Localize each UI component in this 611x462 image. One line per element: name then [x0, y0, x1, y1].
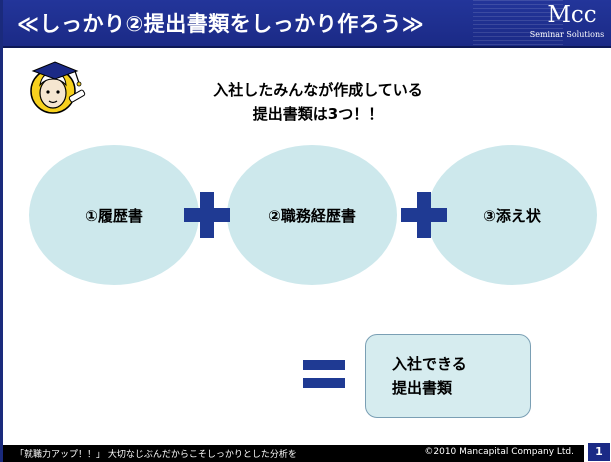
page-number: 1 [588, 443, 610, 461]
company-logo: Mcc [547, 2, 597, 28]
equals-icon [303, 360, 345, 388]
company-logo-subtitle: Seminar Solutions [529, 30, 605, 39]
plus-icon [401, 192, 447, 238]
result-line-1: 入社できる [392, 355, 467, 373]
plus-icon [184, 192, 230, 238]
footer-tagline: 「就職力アップ！！」 大切なじぶんだからこそしっかりとした分析を [15, 450, 297, 460]
graduate-mascot-icon [30, 61, 86, 114]
result-line-2: 提出書類 [392, 379, 453, 397]
document-circle-cover-letter: ③添え状 [427, 145, 597, 285]
header-bar: ≪しっかり②提出書類をしっかり作ろう≫ Mcc Seminar Solution… [3, 0, 611, 48]
document-label: ①履歴書 [85, 206, 143, 225]
intro-line-2: 提出書類は3つ！！ [252, 105, 384, 123]
intro-line-1: 入社したみんなが作成している [213, 81, 423, 99]
footer-copyright: ©2010 Mancapital Company Ltd. [424, 447, 574, 457]
document-circle-work-history: ②職務経歴書 [227, 145, 397, 285]
document-circle-resume: ①履歴書 [29, 145, 199, 285]
document-label: ③添え状 [483, 206, 541, 225]
intro-text: 入社したみんなが作成している 提出書類は3つ！！ [153, 78, 483, 126]
document-label: ②職務経歴書 [268, 206, 356, 225]
footer-bar: 「就職力アップ！！」 大切なじぶんだからこそしっかりとした分析を ©2010 M… [3, 445, 584, 462]
slide-title: ≪しっかり②提出書類をしっかり作ろう≫ [17, 12, 425, 36]
result-box: 入社できる 提出書類 [365, 334, 531, 418]
header-decoration [473, 0, 563, 46]
